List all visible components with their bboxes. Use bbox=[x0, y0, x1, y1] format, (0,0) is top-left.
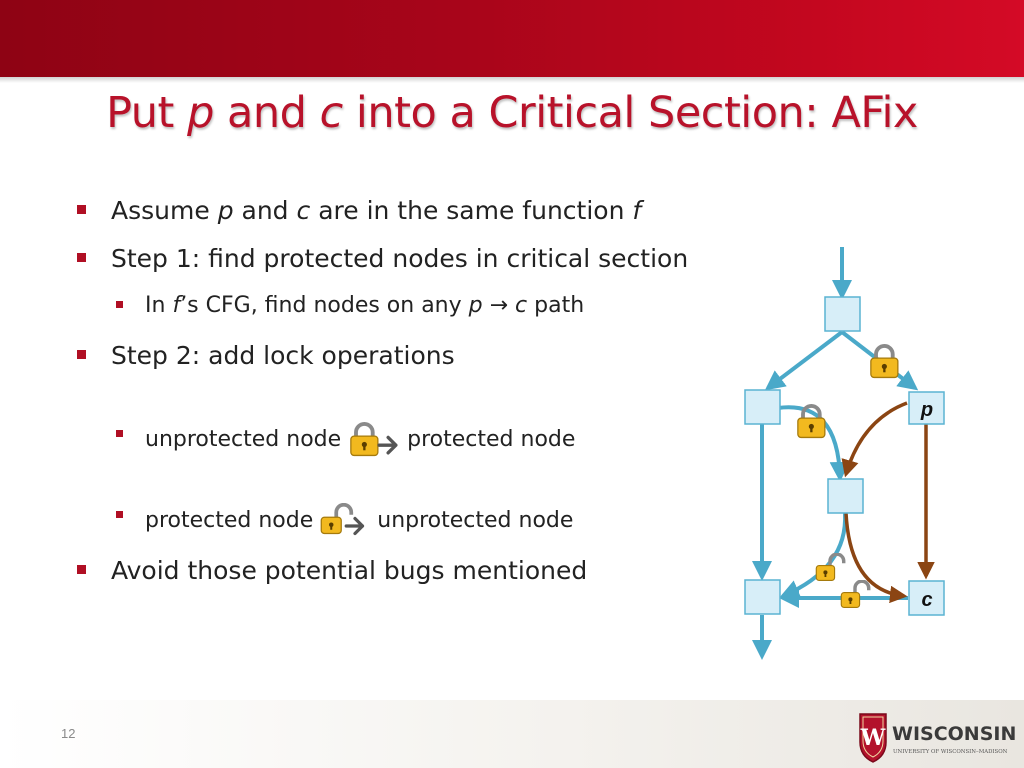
title-segment: and bbox=[213, 88, 320, 138]
node-label-p: p bbox=[920, 399, 933, 421]
lock-open-arrow-icon bbox=[320, 503, 365, 536]
bullet-text: unprotected node bbox=[370, 508, 574, 533]
header-banner bbox=[0, 0, 1024, 77]
p-to-c-path-edge bbox=[844, 512, 908, 604]
bullet-text: Step 2: add lock operations bbox=[111, 341, 455, 370]
bullet-marker bbox=[77, 565, 86, 574]
bullet-item: In f’s CFG, find nodes on any p → c path bbox=[145, 293, 584, 318]
bullet-text: unprotected node bbox=[145, 427, 349, 452]
bullet-marker bbox=[116, 301, 123, 308]
cfg-node-exit bbox=[744, 579, 781, 615]
bullet-marker bbox=[77, 205, 86, 214]
crest-icon: W bbox=[859, 713, 887, 763]
bullet-marker bbox=[116, 511, 123, 518]
header-banner-shadow bbox=[0, 77, 1024, 83]
cfg-edge bbox=[764, 330, 844, 391]
lock-open-icon-svg bbox=[840, 580, 871, 608]
bullet-text: protected node bbox=[400, 427, 576, 452]
bullet-text: path bbox=[527, 293, 585, 318]
lock-closed-icon bbox=[870, 344, 899, 379]
bullet-item: protected node unprotected node bbox=[145, 503, 573, 539]
control-flow-graph: pc bbox=[744, 247, 945, 660]
bullet-text: Assume bbox=[111, 196, 218, 225]
bullet-item: Step 2: add lock operations bbox=[111, 341, 455, 370]
bullet-text: protected node bbox=[145, 508, 321, 533]
bullet-text: c bbox=[515, 293, 528, 318]
title-segment: Put bbox=[106, 88, 188, 138]
bullet-text: ’s CFG, find nodes on any bbox=[180, 293, 469, 318]
bullet-text: Avoid those potential bugs mentioned bbox=[111, 556, 588, 585]
p-to-c-path-edge bbox=[841, 401, 908, 478]
cfg-node-c bbox=[908, 580, 945, 616]
title-segment: p bbox=[187, 88, 214, 138]
logo-wordmark: WISCONSIN bbox=[892, 723, 1016, 745]
bullet-text: f bbox=[172, 293, 181, 318]
bullet-text: p bbox=[468, 293, 483, 318]
bullet-marker bbox=[77, 253, 86, 262]
bullet-text: Step 1: find protected nodes in critical… bbox=[111, 244, 689, 273]
title-segment: into a Critical Section: AFix bbox=[342, 88, 918, 138]
bullet-text: → bbox=[482, 293, 516, 318]
slide-title: Put p and c into a Critical Section: AFi… bbox=[0, 88, 1024, 138]
lock-open-icon bbox=[815, 553, 846, 581]
cfg-node-entry bbox=[824, 296, 861, 332]
lock-open-icon-svg bbox=[815, 553, 846, 581]
bullet-text: and bbox=[233, 196, 297, 225]
bullet-item: Step 1: find protected nodes in critical… bbox=[111, 244, 688, 273]
logo-subtitle: UNIVERSITY OF WISCONSIN–MADISON bbox=[893, 749, 1008, 755]
title-segment: c bbox=[319, 88, 344, 138]
lock-closed-icon-svg bbox=[797, 404, 826, 439]
cfg-node-left bbox=[744, 389, 781, 425]
logo-crest-letter: W bbox=[860, 725, 886, 751]
node-label-c: c bbox=[921, 589, 932, 611]
bullet-text: c bbox=[296, 196, 311, 225]
wisconsin-logo: W WISCONSIN UNIVERSITY OF WISCONSIN–MADI… bbox=[859, 713, 1016, 763]
lock-closed-icon bbox=[797, 404, 826, 439]
bullet-text: are in the same function bbox=[310, 196, 633, 225]
cfg-node-middle bbox=[827, 478, 864, 514]
bullet-item: Assume p and c are in the same function … bbox=[111, 196, 641, 225]
footer-band bbox=[0, 700, 1024, 768]
cfg-node-p bbox=[908, 391, 945, 425]
bullet-text: p bbox=[217, 196, 234, 225]
slide-number: 12 bbox=[61, 726, 76, 741]
bullet-text: In bbox=[145, 293, 173, 318]
lock-closed-arrow-icon bbox=[350, 422, 398, 457]
lock-closed-icon-svg bbox=[870, 344, 899, 379]
bullet-item: Avoid those potential bugs mentioned bbox=[111, 556, 587, 585]
bullet-item: unprotected node protected node bbox=[145, 422, 575, 458]
bullet-marker bbox=[116, 430, 123, 437]
bullet-marker bbox=[77, 350, 86, 359]
bullet-text: f bbox=[632, 196, 642, 225]
lock-open-icon bbox=[840, 580, 871, 608]
